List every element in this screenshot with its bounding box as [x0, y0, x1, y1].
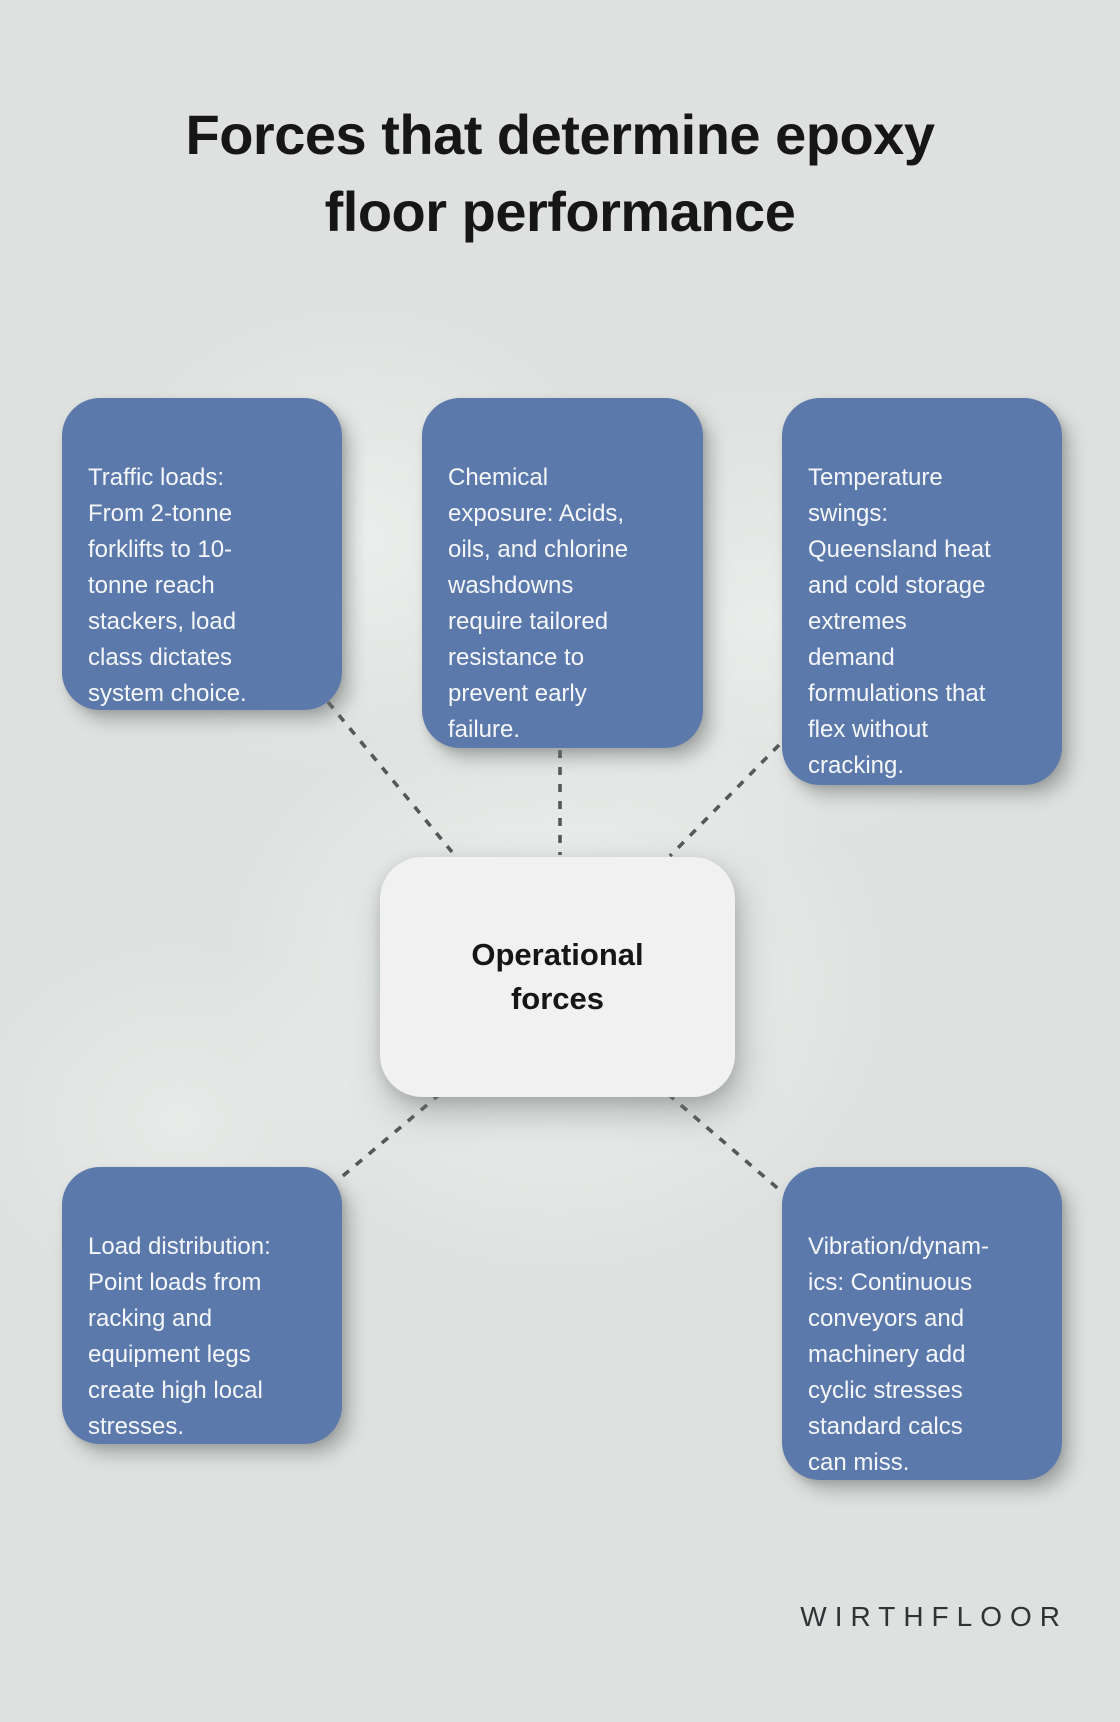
- center-node-operational-forces: Operational forces: [380, 857, 735, 1097]
- connector-temperature-to-center: [668, 743, 781, 858]
- connector-center-to-vibration: [666, 1092, 784, 1194]
- node-traffic-loads: Traffic loads: From 2-tonne forklifts to…: [62, 398, 342, 710]
- node-load-distribution-text: Load distribution: Point loads from rack…: [88, 1233, 271, 1440]
- node-traffic-loads-text: Traffic loads: From 2-tonne forklifts to…: [88, 464, 247, 707]
- node-chemical-exposure: Chemical exposure: Acids, oils, and chlo…: [422, 398, 703, 748]
- node-load-distribution: Load distribution: Point loads from rack…: [62, 1167, 342, 1444]
- node-temperature-swings: Temperature swings: Queensland heat and …: [782, 398, 1062, 785]
- connector-center-to-load: [336, 1092, 442, 1182]
- node-temperature-swings-text: Temperature swings: Queensland heat and …: [808, 464, 991, 779]
- center-node-text: Operational forces: [471, 937, 644, 1016]
- node-vibration-dynamics-text: Vibration/dynam- ics: Continuous conveyo…: [808, 1233, 989, 1476]
- page-title: Forces that determine epoxy floor perfor…: [185, 103, 935, 243]
- node-chemical-exposure-text: Chemical exposure: Acids, oils, and chlo…: [448, 464, 629, 743]
- brand-wordmark: WIRTHFLOOR: [800, 1601, 1068, 1632]
- node-vibration-dynamics: Vibration/dynam- ics: Continuous conveyo…: [782, 1167, 1062, 1480]
